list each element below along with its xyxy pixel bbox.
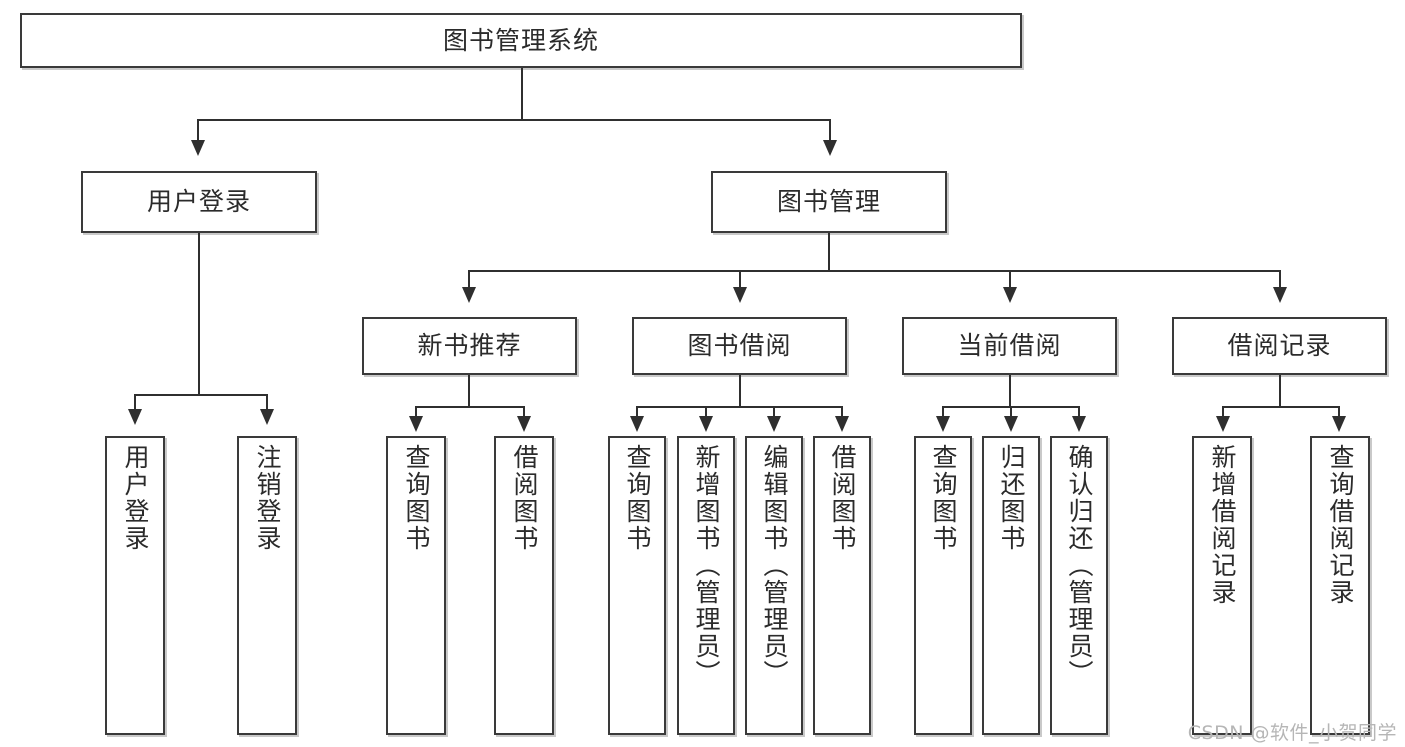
node-label: 借阅图书 (510, 444, 539, 552)
connector-borrow-record-bus (1222, 406, 1340, 408)
connector-new-book-drop-2 (523, 406, 525, 419)
node-book-borrow[interactable]: 图书借阅 (632, 317, 847, 375)
node-label: 注销登录 (253, 444, 282, 552)
arrow-to-current-borrow (1003, 287, 1017, 303)
arrow-leaf-borrow-book-1 (517, 416, 531, 432)
connector-user-login-drop-2 (266, 394, 268, 412)
node-current-borrow[interactable]: 当前借阅 (902, 317, 1117, 375)
arrow-leaf-borrow-book-2 (835, 416, 849, 432)
connector-to-borrow-record (1279, 270, 1281, 290)
node-label: 图书管理系统 (442, 25, 599, 55)
arrow-leaf-user-logout (260, 409, 274, 425)
node-label: 新增图书（管理员） (692, 444, 721, 687)
connector-new-book-drop-1 (415, 406, 417, 419)
node-label: 查询图书 (402, 444, 431, 552)
connector-book-borrow-drop-4 (841, 406, 843, 419)
arrow-leaf-add-record (1216, 416, 1230, 432)
connector-user-login-bus (134, 394, 268, 396)
node-label: 借阅图书 (828, 444, 857, 552)
arrow-leaf-edit-book (767, 416, 781, 432)
arrow-leaf-query-book-1 (409, 416, 423, 432)
arrow-leaf-query-book-2 (630, 416, 644, 432)
leaf-return-book[interactable]: 归还图书 (982, 436, 1040, 735)
arrow-leaf-query-book-3 (936, 416, 950, 432)
leaf-query-borrow-record[interactable]: 查询借阅记录 (1310, 436, 1370, 735)
connector-new-book-stem (468, 375, 470, 407)
leaf-edit-book[interactable]: 编辑图书（管理员） (745, 436, 803, 735)
leaf-borrow-book-recommend[interactable]: 借阅图书 (494, 436, 554, 735)
leaf-add-borrow-record[interactable]: 新增借阅记录 (1192, 436, 1252, 735)
node-label: 编辑图书（管理员） (760, 444, 789, 687)
node-root-book-management-system[interactable]: 图书管理系统 (20, 13, 1022, 68)
node-label: 查询图书 (929, 444, 958, 552)
leaf-user-login[interactable]: 用户登录 (105, 436, 165, 735)
connector-to-book-borrow (739, 270, 741, 290)
connector-root-stem (521, 68, 523, 120)
arrow-leaf-confirm-return (1072, 416, 1086, 432)
node-label: 查询图书 (623, 444, 652, 552)
arrow-leaf-add-book (699, 416, 713, 432)
connector-book-borrow-drop-3 (773, 406, 775, 419)
arrow-to-borrow-record (1273, 287, 1287, 303)
node-label: 用户登录 (146, 187, 251, 217)
connector-book-borrow-drop-1 (636, 406, 638, 419)
arrow-leaf-return-book (1004, 416, 1018, 432)
node-book-management[interactable]: 图书管理 (711, 171, 947, 233)
connector-book-borrow-stem (739, 375, 741, 407)
arrow-leaf-query-record (1332, 416, 1346, 432)
arrow-to-user-login (191, 140, 205, 156)
connector-borrow-record-drop-2 (1338, 406, 1340, 419)
leaf-confirm-return[interactable]: 确认归还（管理员） (1050, 436, 1108, 735)
arrow-leaf-user-login (128, 409, 142, 425)
arrow-to-new-book-recommend (462, 287, 476, 303)
connector-book-manage-stem (828, 233, 830, 271)
node-label: 查询借阅记录 (1326, 444, 1355, 606)
csdn-watermark: CSDN @软件_小贺同学 (1187, 722, 1397, 744)
node-label: 确认归还（管理员） (1065, 444, 1094, 687)
arrow-to-book-manage (823, 140, 837, 156)
node-label: 借阅记录 (1227, 331, 1332, 361)
leaf-query-book-recommend[interactable]: 查询图书 (386, 436, 446, 735)
node-new-book-recommend[interactable]: 新书推荐 (362, 317, 577, 375)
node-borrow-record[interactable]: 借阅记录 (1172, 317, 1387, 375)
connector-current-borrow-drop-3 (1078, 406, 1080, 419)
connector-borrow-record-stem (1279, 375, 1281, 407)
arrow-to-book-borrow (733, 287, 747, 303)
connector-book-borrow-drop-2 (705, 406, 707, 419)
connector-to-book-manage (829, 119, 831, 144)
leaf-borrow-book[interactable]: 借阅图书 (813, 436, 871, 735)
leaf-query-book-current[interactable]: 查询图书 (914, 436, 972, 735)
connector-current-borrow-stem (1009, 375, 1011, 407)
connector-to-user-login (197, 119, 199, 144)
connector-user-login-stem (198, 233, 200, 395)
connector-current-borrow-drop-2 (1010, 406, 1012, 419)
node-label: 图书借阅 (687, 331, 792, 361)
connector-to-new-book-recommend (468, 270, 470, 290)
node-label: 新增借阅记录 (1208, 444, 1237, 606)
connector-level2-bus (197, 119, 831, 121)
leaf-add-book[interactable]: 新增图书（管理员） (677, 436, 735, 735)
connector-borrow-record-drop-1 (1222, 406, 1224, 419)
connector-new-book-bus (415, 406, 525, 408)
node-label: 归还图书 (997, 444, 1026, 552)
connector-level3-bus (468, 270, 1280, 272)
node-label: 用户登录 (121, 444, 150, 552)
node-user-login[interactable]: 用户登录 (81, 171, 317, 233)
connector-user-login-drop-1 (134, 394, 136, 412)
leaf-user-logout[interactable]: 注销登录 (237, 436, 297, 735)
connector-to-current-borrow (1009, 270, 1011, 290)
connector-current-borrow-drop-1 (942, 406, 944, 419)
connector-book-borrow-bus (636, 406, 843, 408)
node-label: 图书管理 (776, 187, 881, 217)
node-label: 新书推荐 (417, 331, 522, 361)
node-label: 当前借阅 (957, 331, 1062, 361)
leaf-query-book-borrow[interactable]: 查询图书 (608, 436, 666, 735)
